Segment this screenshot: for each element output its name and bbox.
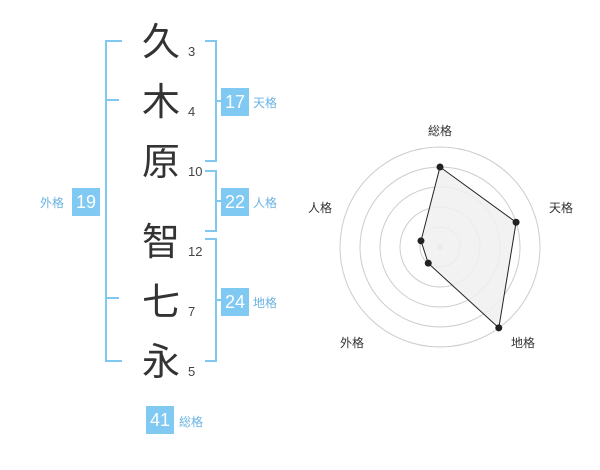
tenkaku-value-badge: 17 — [221, 88, 249, 116]
radar-point-3 — [495, 324, 503, 332]
stroke-count-4: 12 — [188, 244, 203, 259]
radar-axis-label-soukaku: 総格 — [428, 124, 453, 138]
soukaku-label: 総格 — [179, 415, 204, 429]
radar-point-1 — [436, 163, 444, 171]
radar-axis-label-chikaku: 地格 — [511, 336, 536, 350]
stroke-count-5: 7 — [188, 304, 196, 319]
name-char-2: 木 — [141, 80, 180, 124]
gaikaku-label: 外格 — [40, 196, 65, 210]
jinkaku-label: 人格 — [253, 196, 278, 210]
stroke-count-1: 3 — [188, 44, 196, 59]
jinkaku-bracket-tick — [215, 200, 221, 202]
name-char-6: 永 — [141, 340, 180, 384]
radar-axis-label-jinkaku: 人格 — [308, 201, 333, 215]
radar-area — [420, 166, 517, 329]
radar-ring-5 — [339, 146, 541, 348]
radar-point-2 — [512, 218, 520, 226]
name-char-1: 久 — [141, 20, 180, 64]
stroke-count-3: 10 — [188, 164, 203, 179]
gaikaku-bracket — [105, 40, 122, 362]
jinkaku-value-badge: 22 — [221, 188, 249, 216]
radar-axis-label-gaikaku: 外格 — [340, 336, 365, 350]
radar-point-5 — [417, 237, 425, 245]
tenkaku-bracket-tick — [215, 100, 221, 102]
gaikaku-value-badge: 19 — [72, 188, 100, 216]
tenkaku-label: 天格 — [253, 96, 278, 110]
name-char-5: 七 — [141, 280, 180, 324]
gaikaku-bracket-tick-upper — [105, 99, 119, 101]
chikaku-label: 地格 — [253, 296, 278, 310]
gaikaku-bracket-tick-lower — [105, 297, 119, 299]
stroke-count-6: 5 — [188, 364, 196, 379]
chikaku-value-badge: 24 — [221, 288, 249, 316]
radar-axis-label-tenkaku: 天格 — [549, 201, 574, 215]
soukaku-value-badge: 41 — [146, 406, 174, 434]
name-char-3: 原 — [141, 140, 180, 184]
name-char-4: 智 — [141, 220, 180, 264]
chikaku-bracket-tick — [215, 299, 221, 301]
stroke-count-2: 4 — [188, 104, 196, 119]
radar-point-4 — [424, 259, 432, 267]
